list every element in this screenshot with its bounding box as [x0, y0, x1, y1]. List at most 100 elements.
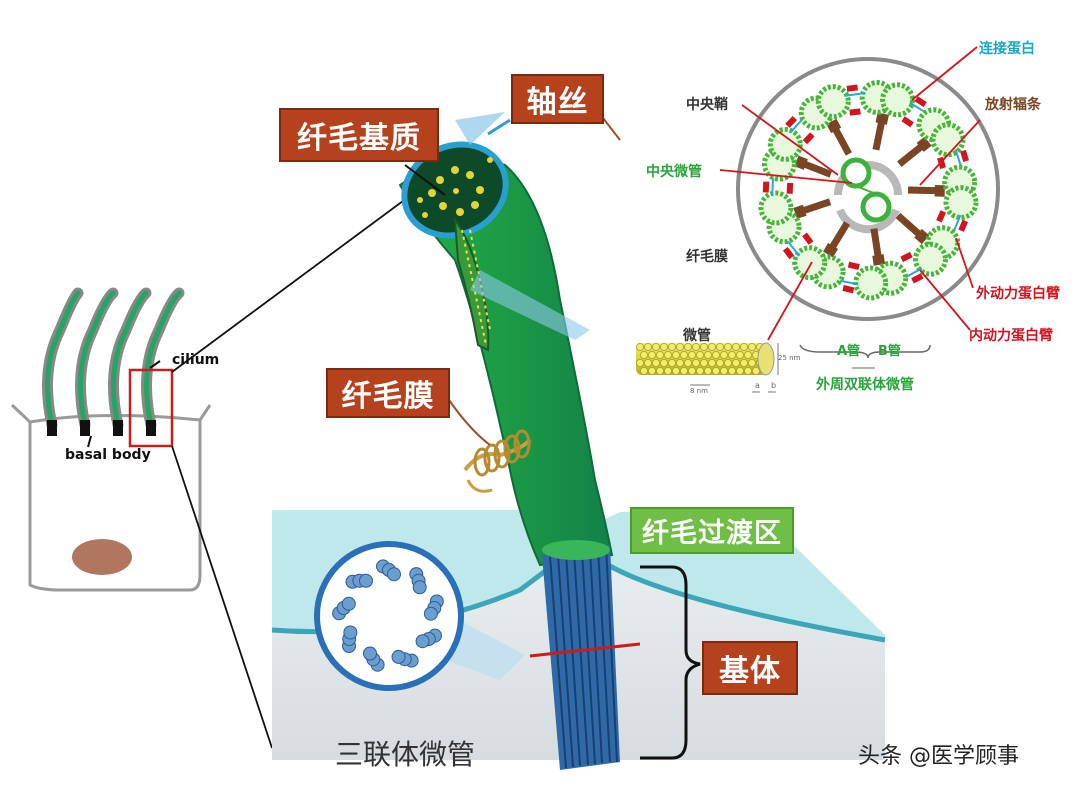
tubulin-bead	[720, 350, 729, 359]
watermark: 头条 @医学顾事	[858, 744, 1019, 769]
spoke-head	[875, 112, 889, 125]
triplet-dot	[343, 625, 358, 640]
radial-spoke	[827, 221, 851, 253]
outer-dynein-arm	[960, 149, 969, 162]
inner-dynein-arm	[936, 210, 947, 223]
tubulin-bead	[704, 366, 713, 375]
ciliary-membrane-label: 纤毛膜	[326, 368, 450, 418]
highlight-box	[128, 368, 174, 448]
tubulin-bead	[664, 350, 673, 359]
tubulin-bead	[688, 366, 697, 375]
tubulin-bead	[648, 350, 657, 359]
tubulin-bead	[720, 366, 729, 375]
nexin-link	[837, 279, 859, 286]
central-sheath-label: 中央鞘	[686, 97, 728, 113]
bracket	[640, 565, 701, 760]
tubulin-bead	[712, 366, 721, 375]
tubulin-bead	[740, 342, 749, 351]
outer-dynein-arm	[914, 96, 927, 108]
tubulin-bead	[648, 366, 657, 375]
tubulin-bead	[748, 358, 757, 367]
tubulin-bead	[684, 342, 693, 351]
ciliated-cell-panel	[10, 174, 439, 749]
doublet-b-tubule	[792, 245, 828, 281]
spoke-head	[914, 228, 930, 245]
tubulin-bead	[728, 350, 737, 359]
tubulin-bead	[708, 342, 717, 351]
radial-spoke	[798, 198, 832, 216]
doublet-b-tubule	[767, 126, 803, 162]
tubulin-bead	[652, 358, 661, 367]
axoneme-pointer-right	[602, 117, 621, 141]
tubulin-bead	[740, 358, 749, 367]
tubulin-bead	[672, 366, 681, 375]
doublet-b-tubule	[815, 84, 851, 120]
axoneme-pointer	[487, 118, 511, 136]
spoke-head	[794, 155, 808, 170]
basal-body-bundle	[529, 540, 701, 770]
triplet-dot	[387, 567, 401, 582]
tubulin-bead	[656, 366, 665, 375]
tubulin-bead	[668, 358, 677, 367]
tubulin-bead	[652, 342, 661, 351]
tubule-bracket	[799, 344, 931, 359]
axoneme-label: 轴丝	[511, 74, 604, 124]
tubulin-bead	[684, 358, 693, 367]
tubulin-bead	[716, 358, 725, 367]
tubulin-bead	[712, 350, 721, 359]
radial-spoke	[830, 124, 852, 156]
inner-dynein-arm	[802, 132, 815, 145]
cilia-group	[42, 287, 185, 431]
tubulin-bead	[664, 366, 673, 375]
nexin-link	[844, 92, 866, 97]
outer-dynein-arm-label: 外动力蛋白臂	[976, 286, 1060, 302]
tubulin-bead	[676, 342, 685, 351]
tubulin-bead	[696, 350, 705, 359]
triplet-dot	[391, 649, 406, 664]
inner-dynein-arm	[786, 182, 794, 194]
tubulin-bead	[644, 342, 653, 351]
tubulin-bead	[660, 342, 669, 351]
tubulin-bead	[672, 350, 681, 359]
matrix-pointer	[404, 164, 446, 196]
tubulin-bead	[704, 350, 713, 359]
dim-b: b	[771, 381, 777, 390]
outer-dynein-arm	[842, 284, 855, 294]
spoke-head	[916, 136, 932, 152]
transition-marker-line	[529, 642, 641, 658]
tubulin-bead	[716, 342, 725, 351]
tubulin-bead	[692, 342, 701, 351]
tubulin-bead	[680, 350, 689, 359]
radial-spoke-label: 放射辐条	[985, 97, 1041, 113]
inner-dynein-arm-label: 内动力蛋白臂	[969, 328, 1053, 344]
nexin-link	[785, 238, 800, 257]
triplet-dot	[363, 646, 377, 661]
outer-dynein-arm	[782, 246, 795, 260]
microtubule-label: 微管	[683, 328, 711, 344]
triplet-microtubule-label: 三联体微管	[335, 738, 476, 771]
tubulin-bead	[736, 350, 745, 359]
spoke-head	[793, 204, 807, 219]
tubulin-bead	[744, 350, 753, 359]
tubulin-bead	[640, 366, 649, 375]
radial-spoke	[799, 159, 833, 178]
basal-body-label: 基体	[702, 641, 798, 695]
cell-nucleus	[72, 539, 132, 575]
outer-dynein-arm	[958, 219, 969, 232]
tubulin-bead	[736, 366, 745, 375]
outer-dynein-arm	[846, 84, 858, 92]
inner-dynein-arm	[937, 156, 947, 170]
tubulin-bead	[732, 342, 741, 351]
dim-8nm: 8 nm	[690, 387, 708, 395]
doublet-b-tubule	[913, 241, 948, 277]
tubulin-bead	[676, 358, 685, 367]
tubulin-bead	[636, 358, 645, 367]
tubulin-bead	[724, 342, 733, 351]
membrane-coil	[448, 399, 532, 493]
tubulin-bead	[668, 342, 677, 351]
dim-25nm: 25 nm	[778, 354, 801, 362]
tubulin-bead	[700, 342, 709, 351]
dim-a: a	[755, 381, 760, 390]
